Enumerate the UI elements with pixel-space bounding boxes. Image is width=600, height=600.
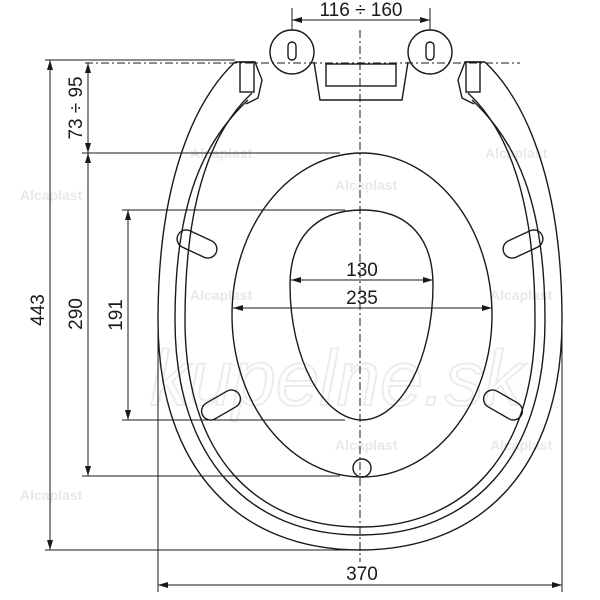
svg-text:370: 370	[346, 564, 378, 585]
dim-total-width: 370	[157, 320, 563, 592]
hinges	[269, 29, 453, 101]
svg-text:Alcaplast: Alcaplast	[485, 145, 548, 161]
dim-hole-length: 191	[106, 209, 345, 421]
dim-inner-length: 290	[66, 153, 340, 477]
dim-hinge-offset: 73 ÷ 95	[66, 63, 340, 154]
svg-text:73 ÷ 95: 73 ÷ 95	[66, 76, 87, 139]
child-seat-ring	[231, 152, 493, 478]
seat-notch	[352, 458, 372, 478]
svg-text:Alcaplast: Alcaplast	[20, 187, 83, 203]
svg-text:116 ÷ 160: 116 ÷ 160	[320, 0, 403, 21]
child-seat-hole	[289, 209, 434, 421]
watermark-site: kupelne.sk	[150, 334, 527, 422]
svg-text:Alcaplast: Alcaplast	[335, 177, 398, 193]
svg-text:Alcaplast: Alcaplast	[20, 487, 83, 503]
dim-hole-width: 130	[291, 260, 433, 283]
svg-text:443: 443	[28, 294, 49, 326]
svg-text:290: 290	[66, 298, 87, 330]
svg-text:Alcaplast: Alcaplast	[490, 287, 553, 303]
dim-total-length: 443	[28, 59, 360, 551]
dim-inner-width: 235	[233, 288, 492, 311]
svg-text:191: 191	[106, 299, 127, 331]
svg-text:130: 130	[346, 260, 378, 281]
svg-text:235: 235	[346, 288, 378, 309]
watermarks-brand: Alcaplast Alcaplast Alcaplast Alcaplast …	[20, 145, 553, 503]
dim-hinge-spacing: 116 ÷ 160	[291, 0, 431, 30]
seat-buffers	[176, 229, 544, 421]
svg-text:Alcaplast: Alcaplast	[190, 287, 253, 303]
svg-text:Alcaplast: Alcaplast	[335, 437, 398, 453]
